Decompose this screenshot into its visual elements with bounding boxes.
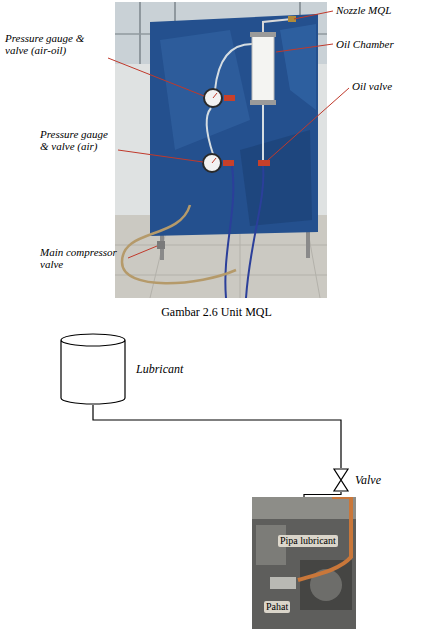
gauge-needle (212, 158, 216, 163)
compressor-hose (122, 205, 236, 283)
valve-outline (333, 468, 349, 492)
pipe-line (93, 405, 341, 468)
floor-tile-line (115, 245, 327, 246)
figure-caption: Gambar 2.6 Unit MQL (0, 305, 433, 319)
pressure-gauge (204, 89, 222, 107)
tool-label: Pahat (264, 601, 290, 613)
blue-tube (225, 166, 233, 298)
blue-tube (246, 166, 263, 298)
leader-line (118, 150, 203, 162)
callout-label: Pressure gauge & valve (air) (40, 128, 116, 152)
valve-label: Valve (355, 473, 381, 487)
oil-valve (258, 160, 270, 166)
callout-label: Oil valve (352, 80, 392, 92)
machine-housing (252, 497, 356, 519)
leader-line (268, 88, 349, 160)
leader-line (294, 11, 333, 19)
oil-tube (262, 105, 264, 160)
clear-tube (207, 108, 213, 154)
blue-panel (150, 14, 318, 236)
machine-photo (252, 497, 356, 629)
leader-line (276, 44, 333, 52)
cylinder-outline (60, 333, 126, 405)
leader-line (108, 58, 204, 96)
compressor-valve (157, 241, 165, 249)
machine-photo-box: Pipa lubricantPahat (252, 497, 356, 629)
pressure-gauge (203, 154, 221, 172)
cylinder-shape (61, 334, 125, 404)
tool (270, 577, 296, 589)
pipe-label: Pipa lubricant (278, 535, 338, 547)
pipe-line (304, 492, 341, 497)
stand-leg (306, 228, 310, 258)
oil-chamber (252, 34, 274, 102)
chamber-cap (250, 32, 276, 37)
chamber-cap (250, 100, 276, 105)
panel-texture (280, 24, 316, 110)
leader-lines (108, 11, 349, 258)
window-frame (139, 2, 141, 64)
chuck (300, 560, 352, 610)
valve-handle (224, 95, 235, 101)
lubricant-tank: Lubricant (60, 333, 126, 405)
gauge-needle (213, 93, 217, 98)
valve-shape (334, 469, 348, 491)
tank-label: Lubricant (136, 362, 183, 376)
valve-handle (223, 160, 234, 166)
callout-label: Main compressor valve (40, 246, 126, 270)
leader-line (128, 246, 157, 258)
machine-body (252, 497, 356, 629)
mql-photo (115, 2, 327, 298)
clear-tube (215, 44, 252, 90)
callout-label: Pressure gauge & valve (air-oil) (5, 32, 105, 56)
wall (115, 2, 327, 298)
valve-symbol: Valve (333, 468, 349, 492)
callout-label: Nozzle MQL (336, 4, 391, 16)
callout-label: Oil Chamber (336, 38, 394, 50)
panel-texture (240, 130, 312, 226)
